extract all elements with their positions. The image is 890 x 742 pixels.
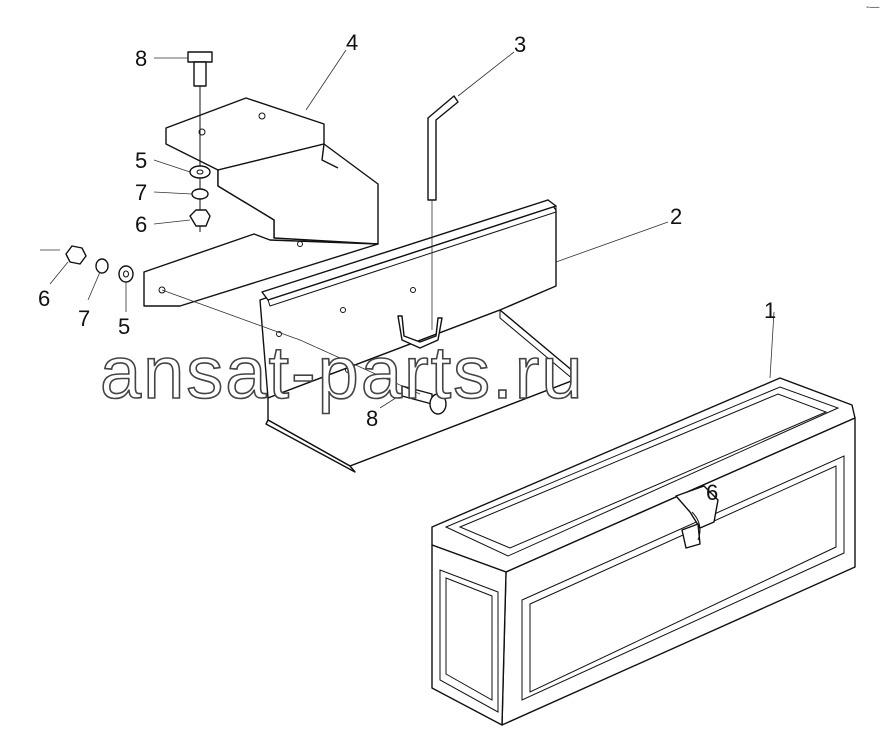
callout-5-left: 5 (118, 314, 130, 339)
bolt-lower (401, 385, 447, 415)
callout-6-left: 6 (38, 286, 50, 311)
callout-6-top: 6 (135, 212, 147, 237)
callout-8-top: 8 (135, 46, 147, 71)
channel-bracket (259, 199, 575, 473)
callout-6-latch: 6 (706, 480, 718, 505)
leader-lines (40, 49, 775, 409)
mounting-bracket (143, 97, 379, 307)
fastener-stack-top (187, 51, 213, 232)
l-pin (427, 95, 459, 201)
callout-7-left: 7 (78, 306, 90, 331)
callout-5-top: 5 (135, 148, 147, 173)
callout-2: 2 (670, 204, 682, 229)
callout-3: 3 (514, 32, 526, 57)
callout-7-top: 7 (135, 180, 147, 205)
watermark-text: ansat-parts.ru (100, 331, 585, 414)
callout-labels: 1 2 3 4 8 5 7 6 6 7 5 8 6 (38, 30, 776, 505)
tool-box (431, 377, 856, 726)
callout-8-lower: 8 (366, 406, 378, 431)
fastener-stack-left (65, 245, 134, 283)
callout-1: 1 (764, 298, 776, 323)
callout-4: 4 (346, 30, 358, 55)
corner-mark: -— (866, 2, 879, 13)
